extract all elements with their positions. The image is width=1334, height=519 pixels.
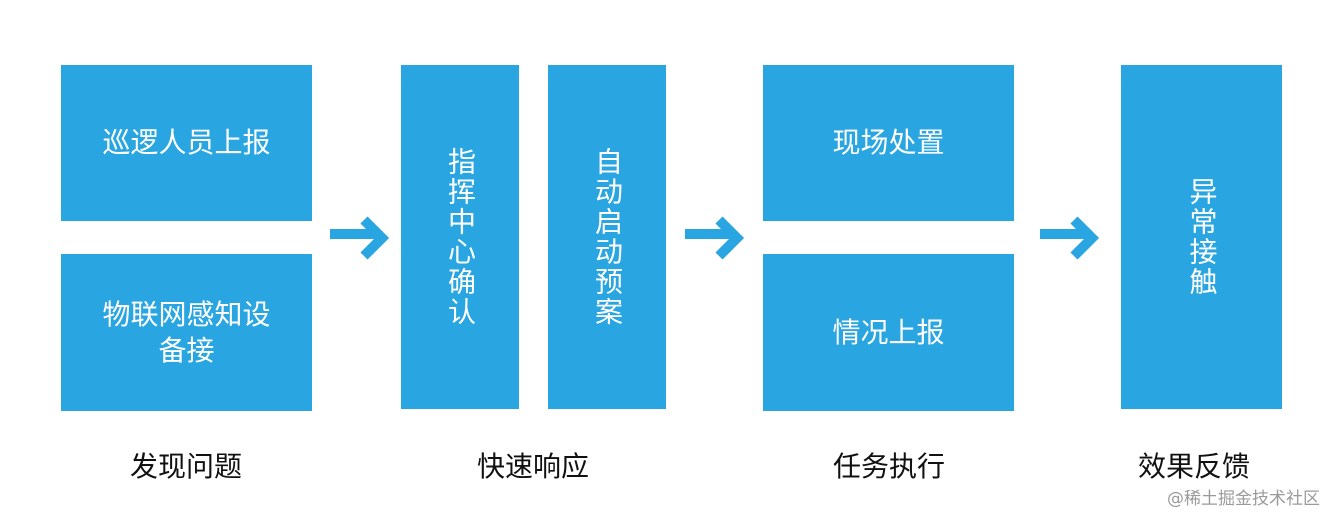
stage-label-discover: 发现问题: [129, 450, 242, 483]
arrow-right-icon: [685, 216, 745, 260]
arrow-right-icon: [1040, 216, 1100, 260]
stage-label-respond: 快速响应: [476, 450, 589, 483]
stage-label-execute: 任务执行: [832, 450, 945, 483]
box-auto-plan: 自动启动预案: [548, 65, 666, 409]
box-onsite-handling: 现场处置: [763, 65, 1014, 221]
box-iot-sensing: 物联网感知设备接: [61, 254, 312, 411]
box-anomaly-contact: 异常接触: [1121, 65, 1282, 409]
box-situation-report: 情况上报: [763, 254, 1014, 411]
stage-label-feedback: 效果反馈: [1137, 450, 1250, 483]
box-command-confirm: 指挥中心确认: [401, 65, 519, 409]
watermark: @稀土掘金技术社区: [1167, 489, 1320, 509]
arrow-right-icon: [330, 216, 390, 260]
box-patrol-report: 巡逻人员上报: [61, 65, 312, 221]
